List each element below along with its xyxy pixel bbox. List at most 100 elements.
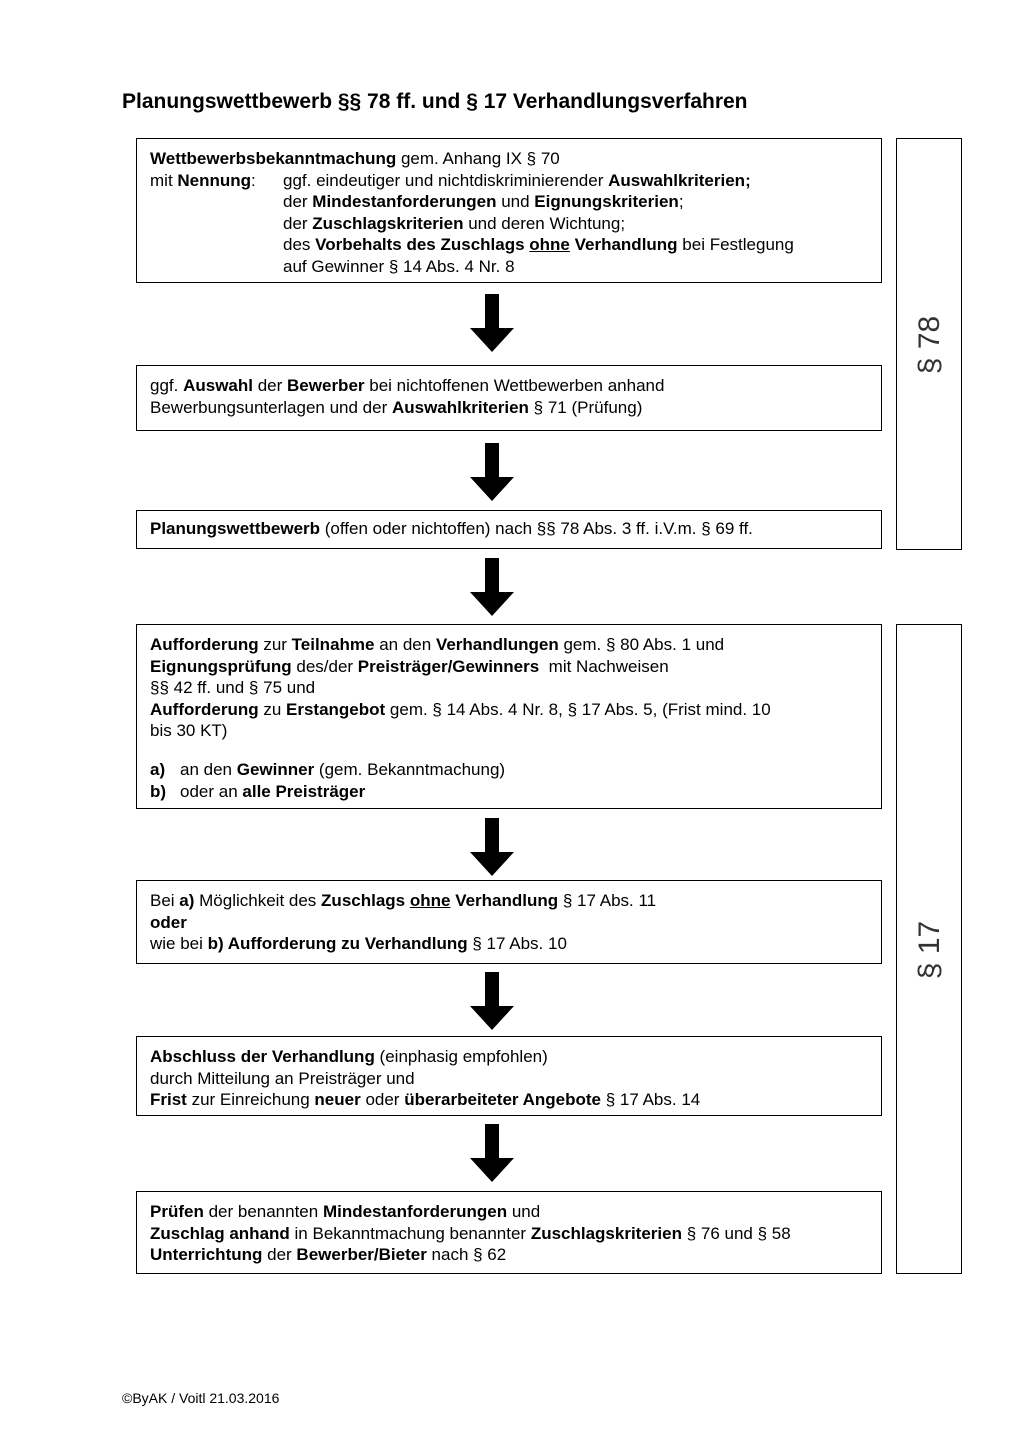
bold-text: Eignungskriterien <box>534 192 679 212</box>
box-line: auf Gewinner § 14 Abs. 4 Nr. 8 <box>150 256 869 278</box>
side-label-78: § 78 <box>913 315 946 375</box>
box-line: Prüfen der benannten Mindestanforderunge… <box>150 1201 869 1223</box>
bold-text: Verhandlung <box>569 235 678 255</box>
text: in Bekanntmachung benannter <box>289 1223 531 1243</box>
bold-text: neuer <box>314 1090 361 1110</box>
nennung-text: ggf. eindeutiger und nichtdiskriminieren… <box>283 170 869 192</box>
box-line: Eignungsprüfung des/der Preisträger/Gewi… <box>150 656 869 678</box>
bold-text: Nennung <box>177 170 252 190</box>
list-key: b) <box>150 781 167 801</box>
box-line: Aufforderung zur Teilnahme an den Verhan… <box>150 634 869 656</box>
step-award-option-box: Bei a) Möglichkeit des Zuschlags ohne Ve… <box>136 880 882 964</box>
text: und <box>496 192 535 212</box>
text: Möglichkeit des <box>194 891 322 910</box>
down-arrow-icon <box>470 818 514 876</box>
down-arrow-icon <box>470 294 514 352</box>
text: der <box>283 192 313 212</box>
text: ggf. eindeutiger und nichtdiskriminieren… <box>283 170 609 190</box>
text: : <box>251 170 256 190</box>
list-text: an den Gewinner (gem. Bekanntmachung) <box>180 759 505 781</box>
bold-text: Prüfen <box>150 1202 204 1221</box>
text: § 17 Abs. 10 <box>467 934 567 954</box>
text: gem. Anhang IX § 70 <box>396 149 560 168</box>
down-arrow-icon <box>470 1124 514 1182</box>
text: wie bei <box>150 934 208 954</box>
box-line: Zuschlag anhand in Bekanntmachung benann… <box>150 1223 869 1245</box>
side-bracket-78: § 78 <box>896 138 962 550</box>
box-line: Unterrichtung der Bewerber/Bieter nach §… <box>150 1244 869 1266</box>
text: mit Nachweisen <box>539 656 669 676</box>
bold-text: oder <box>150 912 187 932</box>
bold-text: Preisträger/Gewinners <box>357 656 540 676</box>
box-line: Abschluss der Verhandlung (einphasig emp… <box>150 1046 869 1068</box>
text: Bei <box>150 891 180 910</box>
text: auf Gewinner § 14 Abs. 4 Nr. 8 <box>283 256 515 276</box>
bold-text: Auswahlkriterien; <box>608 170 751 190</box>
text: (gem. Bekanntmachung) <box>314 759 506 779</box>
bold-text: Gewinner <box>236 759 315 779</box>
text: §§ 42 ff. und § 75 und <box>150 678 316 698</box>
text: zu <box>258 699 286 719</box>
page-title: Planungswettbewerb §§ 78 ff. und § 17 Ve… <box>122 90 748 113</box>
box-line: Wettbewerbsbekanntmachung gem. Anhang IX… <box>150 148 869 170</box>
bold-text: Bewerber <box>287 376 365 395</box>
box-line: bis 30 KT) <box>150 720 869 742</box>
step-announcement-box: Wettbewerbsbekanntmachung gem. Anhang IX… <box>136 138 882 283</box>
bold-text: überarbeiteter Angebote <box>404 1090 601 1110</box>
bold-text: Abschluss der Verhandlung <box>150 1047 375 1066</box>
nennung-label: mit Nennung: <box>150 170 283 192</box>
box-line: oder <box>150 912 869 934</box>
box-line: wie bei b) Aufforderung zu Verhandlung §… <box>150 933 869 955</box>
bold-text: Auswahlkriterien <box>391 397 529 417</box>
text: ; <box>678 192 684 212</box>
text: bei nichtoffenen Wettbewerben anhand <box>364 376 665 395</box>
nennung-row: mit Nennung: ggf. eindeutiger und nichtd… <box>150 170 869 192</box>
box-line: Aufforderung zu Erstangebot gem. § 14 Ab… <box>150 699 869 721</box>
text: § 71 (Prüfung) <box>528 397 643 417</box>
box-line: Planungswettbewerb (offen oder nichtoffe… <box>150 518 869 540</box>
box-line: Bewerbungsunterlagen und der Auswahlkrit… <box>150 397 869 419</box>
bold-text: a) <box>179 891 195 910</box>
text: des/der <box>291 656 358 676</box>
underlined-bold-text: ohne <box>409 891 451 910</box>
box-line: Frist zur Einreichung neuer oder überarb… <box>150 1089 869 1111</box>
underlined-bold-text: ohne <box>529 235 570 255</box>
box-line: durch Mitteilung an Preisträger und <box>150 1068 869 1090</box>
bold-text: Verhandlungen <box>435 635 559 654</box>
text: der benannten <box>203 1202 323 1221</box>
box-line: der Mindestanforderungen und Eignungskri… <box>150 191 869 213</box>
down-arrow-icon <box>470 972 514 1030</box>
text: § 76 und § 58 <box>681 1223 791 1243</box>
bold-text: Frist <box>150 1090 187 1110</box>
text: der <box>262 1245 297 1265</box>
list-key: a) <box>150 759 166 779</box>
text: nach § 62 <box>426 1245 507 1265</box>
bold-text: Zuschlags <box>321 891 410 910</box>
bold-text: Bewerber/Bieter <box>296 1245 427 1265</box>
text: oder an <box>180 781 243 801</box>
side-bracket-17: § 17 <box>896 624 962 1274</box>
list-text: oder an alle Preisträger <box>180 781 365 803</box>
text: der <box>253 376 288 395</box>
text: ggf. <box>150 376 184 395</box>
box-line: Bei a) Möglichkeit des Zuschlags ohne Ve… <box>150 890 869 912</box>
bold-text: Aufforderung <box>150 699 259 719</box>
box-line: ggf. Auswahl der Bewerber bei nichtoffen… <box>150 375 869 397</box>
text: Bewerbungsunterlagen und der <box>150 397 392 417</box>
text: gem. § 14 Abs. 4 Nr. 8, § 17 Abs. 5, (Fr… <box>385 699 771 719</box>
box-line: der Zuschlagskriterien und deren Wichtun… <box>150 213 869 235</box>
bold-text: Vorbehalts des Zuschlags <box>315 235 530 255</box>
bold-text: Zuschlagskriterien <box>312 213 464 233</box>
text: und <box>507 1202 541 1221</box>
step-applicant-selection-box: ggf. Auswahl der Bewerber bei nichtoffen… <box>136 365 882 431</box>
spacer <box>150 742 869 759</box>
bold-text: Aufforderung <box>150 635 259 654</box>
text: § 17 Abs. 11 <box>558 891 657 910</box>
text: gem. § 80 Abs. 1 und <box>558 635 725 654</box>
text: zur <box>258 635 292 654</box>
bold-text: b) Aufforderung zu Verhandlung <box>207 934 468 954</box>
box-line: §§ 42 ff. und § 75 und <box>150 677 869 699</box>
bold-text: Erstangebot <box>286 699 386 719</box>
bold-text: Auswahl <box>183 376 253 395</box>
bold-text: Eignungsprüfung <box>150 656 292 676</box>
